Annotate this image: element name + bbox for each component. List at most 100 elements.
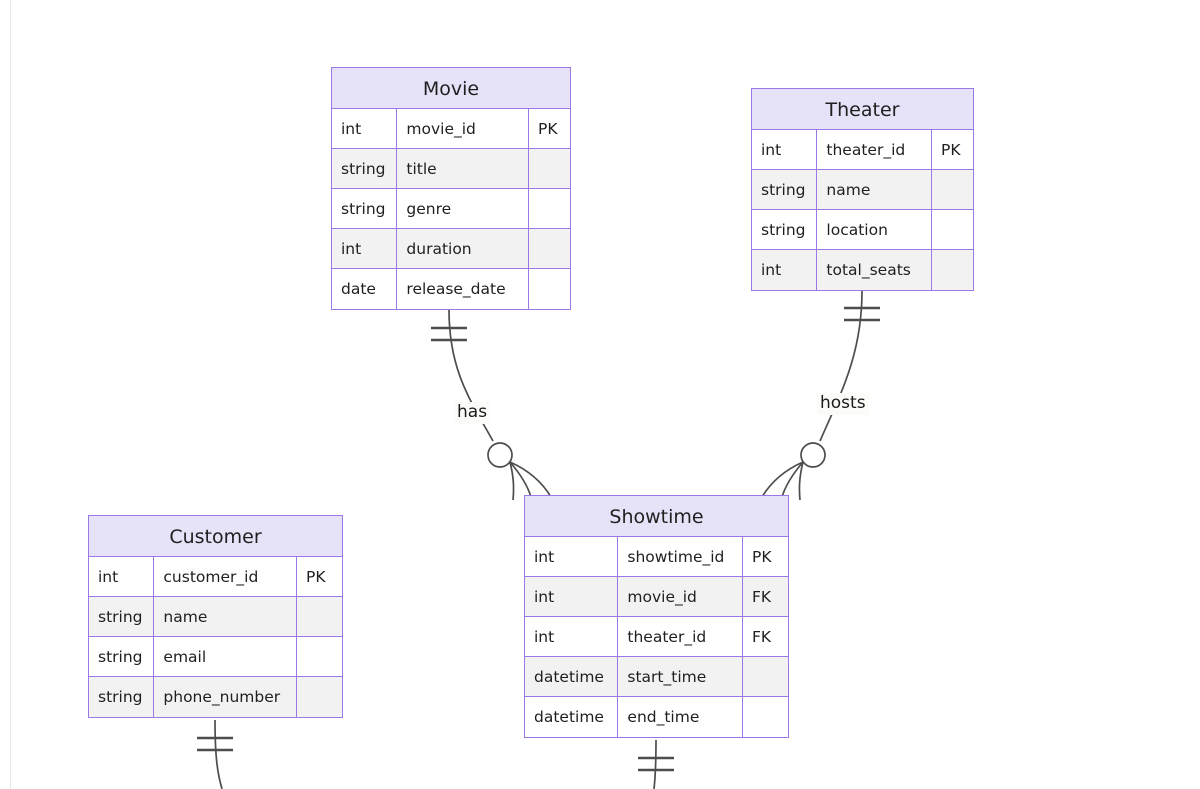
attribute-type: string: [88, 676, 155, 718]
attribute-key: PK: [296, 556, 343, 598]
attribute-name: name: [153, 596, 298, 638]
crowsfoot-hosts-prong-3: [798, 461, 804, 501]
attribute-type: string: [751, 209, 818, 251]
attribute-row[interactable]: int movie_id FK: [524, 576, 789, 618]
attribute-row[interactable]: int movie_id PK: [331, 108, 571, 150]
entity-movie-title: Movie: [331, 67, 571, 110]
attribute-key: [742, 696, 789, 738]
attribute-row[interactable]: datetime end_time: [524, 696, 789, 738]
attribute-row[interactable]: int customer_id PK: [88, 556, 343, 598]
attribute-name: location: [816, 209, 933, 251]
attribute-name: release_date: [396, 268, 530, 310]
entity-customer-attributes: int customer_id PK string name string em…: [88, 556, 343, 718]
connector-theater-showtime: [761, 290, 880, 501]
attribute-key: [296, 596, 343, 638]
attribute-name: name: [816, 169, 933, 211]
entity-customer[interactable]: Customer int customer_id PK string name …: [88, 515, 343, 718]
attribute-key: [296, 636, 343, 678]
entity-customer-title: Customer: [88, 515, 343, 558]
attribute-row[interactable]: int theater_id PK: [751, 129, 974, 171]
attribute-row[interactable]: string phone_number: [88, 676, 343, 718]
connector-movie-showtime: [431, 309, 552, 501]
attribute-row[interactable]: string genre: [331, 188, 571, 230]
cardinality-zero-circle-hosts: [800, 442, 826, 468]
attribute-key: [931, 249, 974, 291]
connector-line-showtime-bottom: [653, 739, 657, 789]
attribute-key: [931, 169, 974, 211]
relationship-label-has: has: [454, 402, 491, 424]
attribute-key: [528, 228, 571, 270]
attribute-type: int: [331, 108, 398, 150]
attribute-key: [528, 268, 571, 310]
attribute-name: title: [396, 148, 530, 190]
cardinality-zero-circle-has: [487, 442, 513, 468]
attribute-name: phone_number: [153, 676, 298, 718]
attribute-name: theater_id: [617, 616, 744, 658]
attribute-name: start_time: [617, 656, 744, 698]
attribute-key: PK: [742, 536, 789, 578]
attribute-name: customer_id: [153, 556, 298, 598]
entity-showtime-attributes: int showtime_id PK int movie_id FK int t…: [524, 536, 789, 738]
attribute-name: movie_id: [617, 576, 744, 618]
relationship-label-hosts: hosts: [817, 393, 869, 415]
attribute-key: FK: [742, 616, 789, 658]
attribute-row[interactable]: string name: [751, 169, 974, 211]
attribute-name: showtime_id: [617, 536, 744, 578]
crowsfoot-has-prong-2: [509, 461, 532, 498]
attribute-row[interactable]: int theater_id FK: [524, 616, 789, 658]
attribute-name: duration: [396, 228, 530, 270]
connector-line-hosts: [819, 290, 863, 442]
crowsfoot-has-prong-3: [509, 461, 515, 501]
entity-movie-attributes: int movie_id PK string title string genr…: [331, 108, 571, 310]
attribute-type: int: [524, 616, 619, 658]
attribute-type: int: [88, 556, 155, 598]
attribute-key: [742, 656, 789, 698]
crowsfoot-hosts-prong-1: [761, 461, 804, 498]
attribute-name: total_seats: [816, 249, 933, 291]
entity-theater-attributes: int theater_id PK string name string loc…: [751, 129, 974, 291]
attribute-key: FK: [742, 576, 789, 618]
entity-showtime[interactable]: Showtime int showtime_id PK int movie_id…: [524, 495, 789, 738]
page-left-edge: [10, 0, 11, 789]
connector-line-customer-bottom: [214, 719, 223, 789]
attribute-type: int: [751, 129, 818, 171]
attribute-key: [296, 676, 343, 718]
attribute-type: datetime: [524, 656, 619, 698]
attribute-row[interactable]: date release_date: [331, 268, 571, 310]
attribute-type: int: [524, 536, 619, 578]
attribute-row[interactable]: int total_seats: [751, 249, 974, 291]
attribute-row[interactable]: int showtime_id PK: [524, 536, 789, 578]
crowsfoot-has-prong-1: [509, 461, 552, 498]
attribute-key: [931, 209, 974, 251]
attribute-row[interactable]: datetime start_time: [524, 656, 789, 698]
entity-theater[interactable]: Theater int theater_id PK string name st…: [751, 88, 974, 291]
attribute-name: end_time: [617, 696, 744, 738]
attribute-name: movie_id: [396, 108, 530, 150]
connector-customer-bottom: [197, 719, 233, 789]
crowsfoot-hosts-prong-2: [781, 461, 804, 498]
attribute-type: date: [331, 268, 398, 310]
attribute-row[interactable]: string title: [331, 148, 571, 190]
attribute-name: theater_id: [816, 129, 933, 171]
attribute-row[interactable]: string email: [88, 636, 343, 678]
attribute-type: string: [88, 636, 155, 678]
attribute-row[interactable]: string name: [88, 596, 343, 638]
entity-theater-title: Theater: [751, 88, 974, 131]
entity-movie[interactable]: Movie int movie_id PK string title strin…: [331, 67, 571, 310]
connector-showtime-bottom: [638, 739, 674, 789]
attribute-key: PK: [528, 108, 571, 150]
attribute-key: [528, 148, 571, 190]
attribute-name: genre: [396, 188, 530, 230]
attribute-type: string: [331, 148, 398, 190]
attribute-key: [528, 188, 571, 230]
attribute-type: int: [331, 228, 398, 270]
attribute-type: string: [88, 596, 155, 638]
attribute-row[interactable]: int duration: [331, 228, 571, 270]
attribute-name: email: [153, 636, 298, 678]
attribute-type: int: [751, 249, 818, 291]
attribute-type: datetime: [524, 696, 619, 738]
entity-showtime-title: Showtime: [524, 495, 789, 538]
attribute-row[interactable]: string location: [751, 209, 974, 251]
attribute-type: string: [331, 188, 398, 230]
